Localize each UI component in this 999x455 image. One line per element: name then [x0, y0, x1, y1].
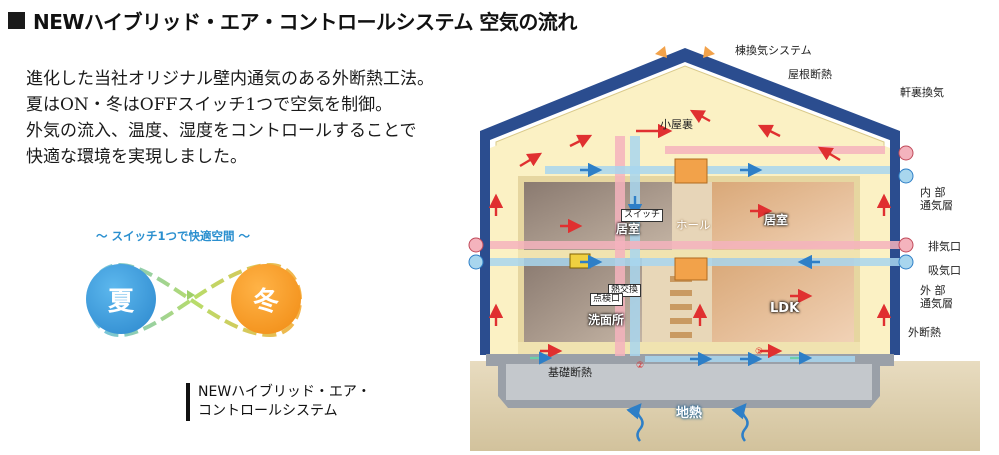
label-ridge-vent: 棟換気システム [735, 44, 812, 57]
mid-floor [518, 250, 860, 258]
room-label-left-bedroom: 居室 [616, 222, 641, 236]
room-label-ldk: LDK [770, 301, 800, 316]
label-outer-vent-layer: 外 部 通気層 [920, 284, 953, 310]
intro-line-3: 外気の流入、温度、湿度をコントロールすることで [26, 121, 417, 141]
ridge-vent-arrows [655, 46, 715, 58]
summer-circle: 夏 [86, 264, 156, 334]
ground-floor [518, 342, 860, 354]
page-title: NEWハイブリッド・エア・コントロールシステム 空気の流れ [33, 10, 577, 34]
label-roof-insulation: 屋根断熱 [788, 68, 832, 81]
room-label-hall: ホール [676, 218, 711, 232]
label-outer-insulation: 外断熱 [908, 326, 941, 339]
label-eave-vent: 軒裏換気 [900, 86, 944, 99]
cool-airflow-arrows [580, 162, 820, 367]
vent-nozzles [468, 145, 914, 270]
room-label-right-bedroom: 居室 [764, 213, 789, 227]
marker-one: ① [755, 347, 764, 357]
room-label-washroom: 洗面所 [588, 313, 625, 327]
label-foundation-insulation: 基礎断熱 [548, 366, 592, 379]
switch-caption: ～ スイッチ1つで快適空間 ～ [96, 229, 251, 243]
tag-inspection: 点検口 [590, 293, 624, 306]
tag-switch: スイッチ [621, 209, 664, 222]
geothermal-arrows [626, 403, 749, 442]
label-inner-vent-layer: 内 部 通気層 [920, 186, 953, 212]
intro-line-2: 夏はON・冬はOFFスイッチ1つで空気を制御。 [26, 95, 393, 115]
room-lower-right [712, 258, 854, 342]
marker-two: ② [636, 361, 645, 371]
loop-arrowhead [187, 290, 195, 300]
room-upper-right [712, 182, 854, 250]
label-intake: 吸気口 [928, 264, 961, 277]
page-heading: NEWハイブリッド・エア・コントロールシステム 空気の流れ [8, 6, 577, 35]
winter-circle: 冬 [231, 264, 301, 334]
system-name-line-2: コントロールシステム [198, 403, 338, 419]
warm-airflow-arrows [488, 109, 892, 359]
house-cross-section-diagram [468, 46, 980, 451]
intro-text: 進化した当社オリジナル壁内通気のある外断熱工法。 夏はON・冬はOFFスイッチ1… [26, 66, 496, 170]
label-attic: 小屋裏 [660, 118, 693, 131]
intro-line-1: 進化した当社オリジナル壁内通気のある外断熱工法。 [26, 69, 434, 89]
intro-line-4: 快適な環境を実現しました。 [26, 147, 247, 167]
room-upper-hall [672, 182, 712, 250]
label-exhaust: 排気口 [928, 240, 961, 253]
system-name-line-1: NEWハイブリッド・エア・ [198, 384, 371, 400]
label-geothermal: 地熱 [676, 406, 703, 421]
heading-square-marker [8, 12, 25, 29]
outer-wall-left [480, 140, 490, 355]
system-name-block: NEWハイブリッド・エア・ コントロールシステム [186, 383, 371, 421]
foundation-inner [506, 364, 872, 400]
